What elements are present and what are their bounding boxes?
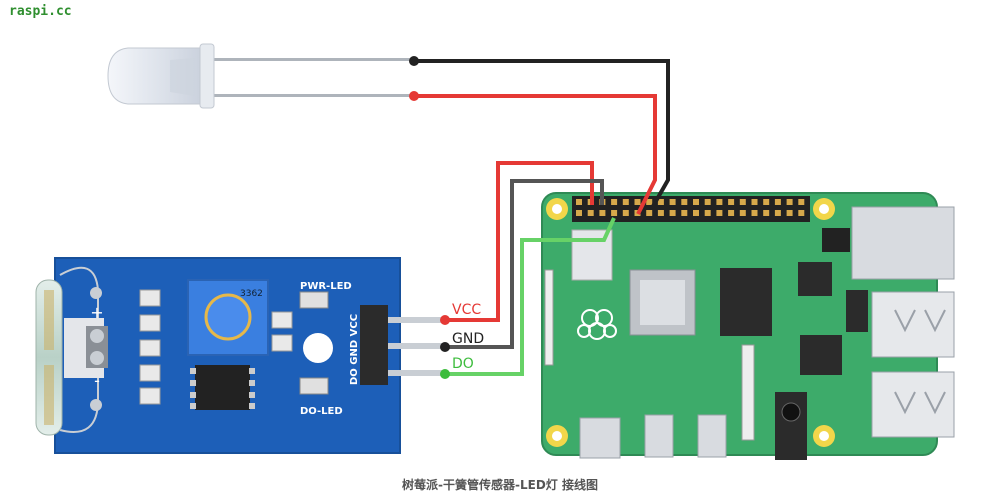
- gpio-pin: [611, 199, 618, 205]
- gpio-pin: [657, 199, 664, 205]
- usb-port-bottom: [871, 371, 955, 438]
- reed-switch-module: + - 3362 PWR-LED DO-LED DO GND VCC: [35, 257, 443, 454]
- vcc-label: VCC: [452, 302, 481, 318]
- gpio-pin: [739, 210, 746, 216]
- gpio-pin: [576, 199, 582, 205]
- gpio-pin: [763, 210, 770, 216]
- gpio-pin: [704, 210, 711, 216]
- gpio-pin: [728, 199, 735, 205]
- gpio-pin: [786, 210, 793, 216]
- gpio-pin: [693, 210, 699, 216]
- gpio-pin: [786, 199, 793, 205]
- gpio-pin: [798, 199, 805, 205]
- gpio-pin: [751, 210, 758, 216]
- gpio-pin: [728, 210, 735, 216]
- gpio-pin: [751, 199, 758, 205]
- gpio-pin: [646, 210, 653, 216]
- vcc-wire: [445, 161, 594, 322]
- gpio-pin: [693, 199, 699, 205]
- gpio-pin: [798, 210, 805, 216]
- plus-mark: +: [90, 303, 103, 322]
- gpio-pin: [587, 210, 594, 216]
- usbc-power-port: [579, 417, 621, 459]
- gpio-pin: [622, 199, 629, 205]
- ethernet-port: [851, 206, 955, 280]
- wires: [414, 59, 670, 376]
- ram-chip: [720, 268, 772, 336]
- potentiometer-knob: [204, 293, 252, 341]
- gpio-header: [572, 196, 810, 222]
- gpio-pin: [576, 210, 582, 216]
- gpio-pin: [669, 210, 676, 216]
- gpio-pin: [599, 210, 606, 216]
- raspberry-pi-board: [541, 192, 955, 460]
- do-label: DO: [452, 356, 474, 372]
- gpio-pin: [681, 210, 688, 216]
- gpio-pin: [669, 199, 676, 205]
- usb-port-top: [871, 291, 955, 358]
- module-pin-header: [360, 305, 388, 385]
- raspberry-logo-icon: [577, 309, 617, 340]
- gpio-pin: [716, 199, 723, 205]
- led-black-wire: [414, 59, 670, 209]
- diagram-caption: 树莓派-干簧管传感器-LED灯 接线图: [402, 478, 598, 492]
- gnd-wire: [445, 179, 604, 349]
- audio-jack: [775, 392, 807, 460]
- gpio-pin: [774, 210, 781, 216]
- do-led-label: DO-LED: [300, 406, 343, 417]
- led-red-wire: [414, 94, 657, 215]
- gpio-pin: [763, 199, 770, 205]
- micro-hdmi-port-2: [697, 414, 727, 458]
- minus-mark: -: [94, 371, 100, 390]
- gpio-pin: [646, 199, 653, 205]
- pwr-led-label: PWR-LED: [300, 281, 352, 292]
- mount-hole: [303, 333, 333, 363]
- pot-label: 3362: [240, 289, 263, 299]
- gpio-pin: [704, 199, 711, 205]
- led-component: [107, 43, 415, 109]
- gpio-pin: [739, 199, 746, 205]
- gpio-pin: [716, 210, 723, 216]
- comparator-chip: [195, 365, 250, 410]
- gpio-pin: [611, 210, 618, 216]
- gnd-label: GND: [452, 331, 484, 347]
- do-wire: [445, 217, 616, 376]
- gpio-pin: [681, 199, 688, 205]
- gpio-pin: [774, 199, 781, 205]
- pin-row-label: DO GND VCC: [349, 314, 360, 385]
- gpio-pin: [657, 210, 664, 216]
- gpio-pin: [634, 199, 641, 205]
- micro-hdmi-port-1: [644, 414, 674, 458]
- watermark-text: raspi.cc: [9, 4, 72, 19]
- gpio-pin: [622, 210, 629, 216]
